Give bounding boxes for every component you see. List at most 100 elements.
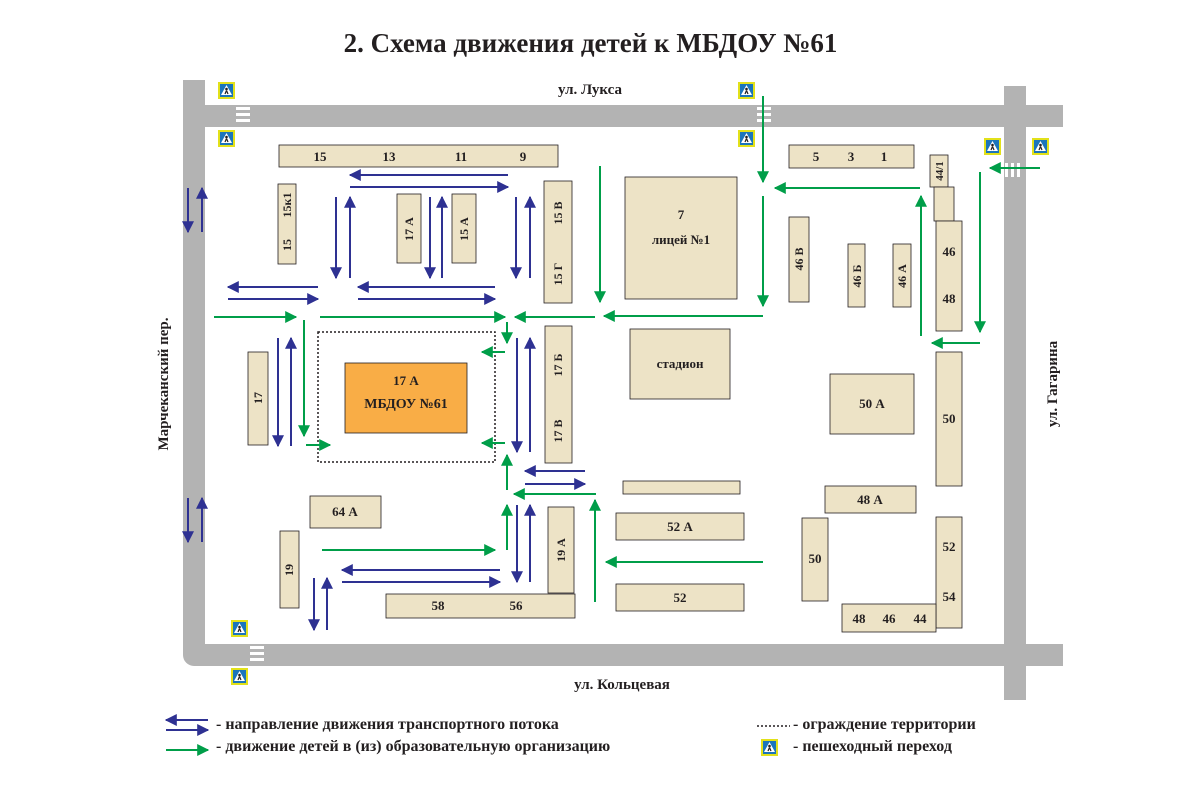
road-gagarina (1004, 86, 1026, 700)
building-46v (788, 216, 810, 303)
label-lyceum: лицей №1 (652, 232, 710, 247)
building-17 (247, 351, 269, 446)
building-52-54 (935, 516, 963, 629)
label-15: 15 (314, 149, 328, 164)
street-koltsevaya: ул. Кольцевая (574, 677, 670, 693)
building-15k1-15 (277, 183, 297, 265)
school-territory-fence (317, 331, 496, 463)
building-5-3-1 (788, 144, 915, 169)
buildings (247, 144, 963, 633)
street-marchekansky: Марчеканский пер. (156, 317, 172, 450)
building-15a (451, 193, 477, 264)
label-15k1: 15к1 (280, 193, 294, 218)
label-7: 7 (678, 207, 685, 222)
label-19: 19 (282, 564, 296, 576)
building-15v-15g (543, 180, 573, 304)
label-17: 17 (251, 392, 265, 404)
road-koltsevaya-east (1010, 644, 1063, 666)
pedestrian-crossing-icon (983, 137, 1002, 156)
label-17v: 17 В (551, 419, 565, 442)
pedestrian-crossing-icon (217, 81, 236, 100)
label-15v: 15 В (551, 201, 565, 224)
label-15-side: 15 (280, 239, 294, 251)
label-54: 54 (943, 589, 957, 604)
map-title: 2. Схема движения детей к МБДОУ №61 (343, 28, 838, 58)
building-58-56 (385, 593, 576, 619)
building-64a (309, 495, 382, 529)
label-64a: 64 А (332, 504, 358, 519)
label-19a: 19 А (554, 538, 568, 562)
building-52 (615, 583, 745, 612)
building-46a (892, 243, 912, 308)
pedestrian-crossing-icon (1031, 137, 1050, 156)
label-48-bottom: 48 (853, 611, 867, 626)
roads (183, 80, 1063, 700)
building-46b (847, 243, 866, 308)
building-stadium (629, 328, 731, 400)
label-46: 46 (943, 244, 957, 259)
label-58: 58 (432, 598, 446, 613)
label-48: 48 (943, 291, 957, 306)
street-gagarina: ул. Гагарина (1045, 340, 1061, 427)
label-46v: 46 В (792, 247, 806, 270)
label-13: 13 (383, 149, 397, 164)
label-44-1: 44/1 (934, 161, 946, 181)
label-school-name: МБДОУ №61 (364, 397, 448, 412)
label-48a: 48 А (857, 492, 883, 507)
transport-arrows (182, 169, 587, 632)
building-19a (547, 506, 575, 594)
legend-crossing: - пешеходный переход (793, 738, 952, 755)
legend-fence: - ограждение территории (793, 716, 976, 733)
label-46a: 46 А (895, 264, 909, 288)
building-7-lyceum (624, 176, 738, 300)
legend-transport: - направление движения транспортного пот… (216, 716, 559, 733)
legend-icons (164, 714, 790, 757)
legend-children: - движение детей в (из) образовательную … (216, 738, 611, 755)
building-48-46-44 (841, 603, 937, 633)
label-15a: 15 А (457, 217, 471, 241)
building-labels: 15 13 11 9 15к1 15 17 А 15 А 15 В 15 Г 7… (251, 149, 956, 626)
label-50a: 50 А (859, 396, 885, 411)
label-1: 1 (881, 149, 888, 164)
building-48a (824, 485, 917, 514)
label-46-bottom: 46 (883, 611, 897, 626)
label-56: 56 (510, 598, 524, 613)
label-50-right: 50 (943, 411, 956, 426)
pedestrian-crossing-icon (230, 619, 249, 638)
label-stadium: стадион (657, 356, 704, 371)
building-46-48 (935, 220, 963, 332)
label-15g: 15 Г (551, 263, 565, 286)
label-50-bottom: 50 (809, 551, 822, 566)
label-school-number: 17 А (393, 373, 419, 388)
label-52-side: 52 (943, 539, 956, 554)
building-50a (829, 373, 915, 435)
pedestrian-crossing-icon (760, 738, 779, 757)
road-luksa (183, 105, 1063, 127)
building-17a-top (396, 193, 422, 264)
label-17a-top: 17 А (402, 217, 416, 241)
building-19 (279, 530, 300, 609)
label-52: 52 (674, 590, 687, 605)
label-52a: 52 А (667, 519, 693, 534)
label-46b: 46 Б (850, 264, 864, 287)
building-15-13-11-9 (278, 144, 559, 168)
pedestrian-crossing-icon (217, 129, 236, 148)
building-strip (622, 480, 741, 495)
building-52a (615, 512, 745, 541)
label-17b: 17 Б (551, 353, 565, 376)
building-17b-17v (544, 325, 573, 464)
children-arrows (214, 96, 1040, 602)
building-school-mbdou-61 (344, 362, 468, 434)
label-3: 3 (848, 149, 855, 164)
street-luksa: ул. Лукса (558, 82, 622, 98)
label-11: 11 (455, 149, 467, 164)
pedestrian-crossing-icon (737, 81, 756, 100)
label-44-bottom: 44 (914, 611, 928, 626)
label-9: 9 (520, 149, 527, 164)
building-50-bottom (801, 517, 829, 602)
road-marchekansky (183, 80, 1010, 666)
street-labels: ул. Лукса ул. Кольцевая Марчеканский пер… (156, 82, 1061, 693)
pedestrian-crossing-icon (737, 129, 756, 148)
building-44-1-annex (933, 186, 955, 222)
